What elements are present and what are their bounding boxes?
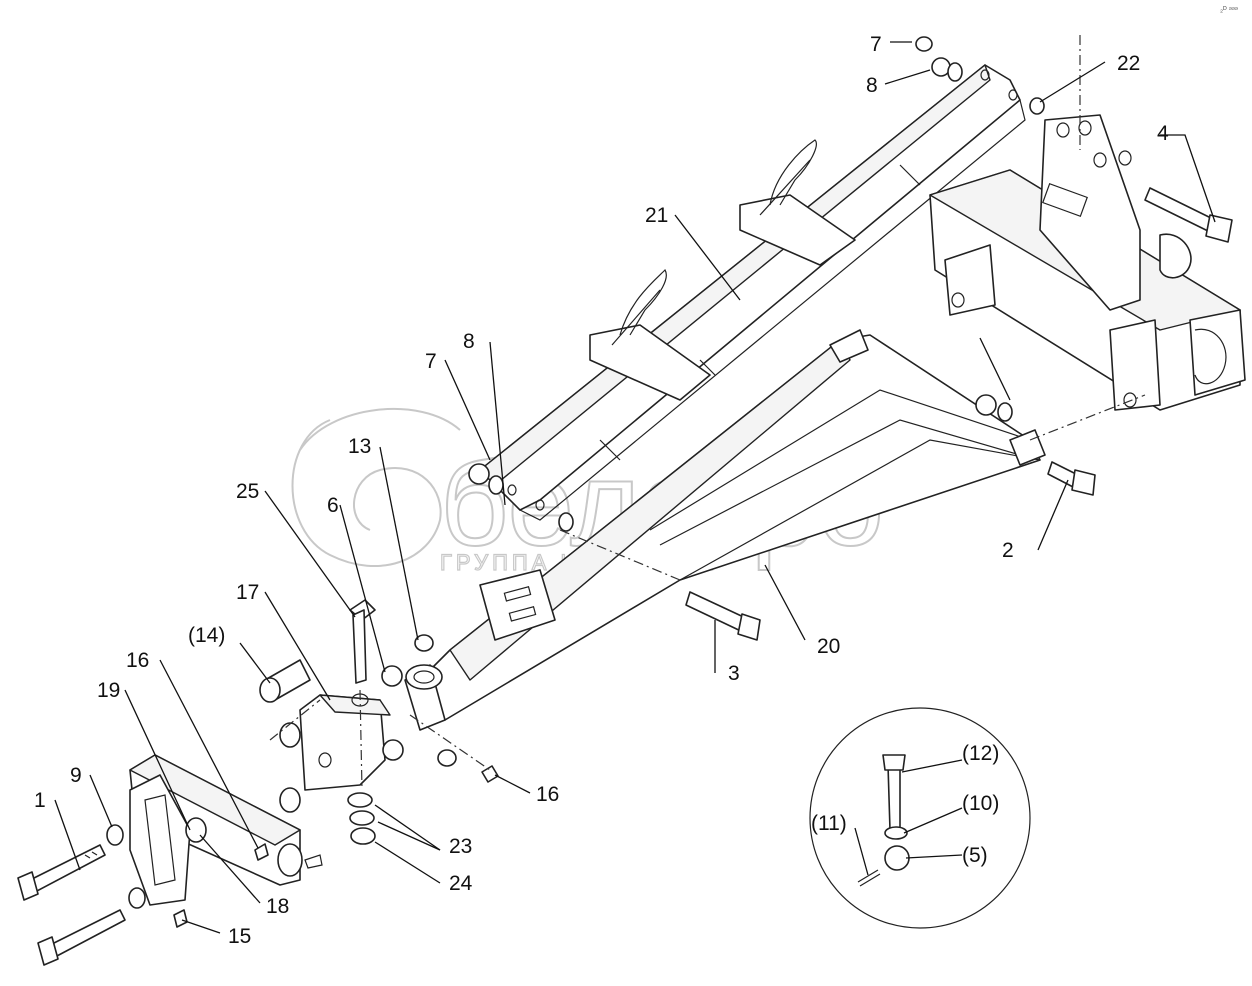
- detail-callout: [809, 707, 1031, 929]
- label-8-top: 8: [866, 74, 878, 97]
- bolt-1: [17, 844, 106, 901]
- bolt-4: [1144, 187, 1233, 243]
- label-3: 3: [728, 662, 740, 685]
- label-8-mid: 8: [463, 330, 475, 353]
- spring-bracket-lower: [589, 269, 711, 401]
- washer-9: [106, 824, 124, 846]
- label-10: (10): [962, 792, 999, 815]
- label-25: 25: [236, 480, 259, 503]
- nut-6: [381, 665, 403, 687]
- bolt-lower: [37, 909, 126, 966]
- washer-23a: [347, 792, 373, 808]
- label-7-mid: 7: [425, 350, 437, 373]
- pin-25: [349, 599, 376, 684]
- upper-beam: [479, 64, 1026, 521]
- label-16-right: 16: [536, 783, 559, 806]
- fitting-16c: [254, 843, 269, 861]
- label-24: 24: [449, 872, 473, 895]
- label-13: 13: [348, 435, 371, 458]
- label-14: (14): [188, 624, 225, 647]
- triangular-frame: [404, 329, 1046, 731]
- label-21: 21: [645, 204, 668, 227]
- nut-washer-right: [975, 394, 1013, 422]
- label-2: 2: [1002, 539, 1014, 562]
- label-1: 1: [34, 789, 46, 812]
- washer-23b: [349, 810, 375, 826]
- clevis-17: [279, 693, 391, 813]
- washer-24: [350, 827, 376, 845]
- assembly-axes: [269, 35, 1146, 791]
- bushing-14: [259, 659, 311, 703]
- bushing-13: [414, 634, 434, 652]
- nut-washer-upper: [915, 36, 1045, 115]
- label-15: 15: [228, 925, 251, 948]
- washer-lower: [128, 887, 146, 909]
- cross-beam-hitch: [929, 114, 1246, 411]
- label-4: 4: [1157, 122, 1169, 145]
- label-18: 18: [266, 895, 289, 918]
- fitting-16b: [481, 765, 499, 783]
- label-16-left: 16: [126, 649, 149, 672]
- label-20: 20: [817, 635, 840, 658]
- label-12: (12): [962, 742, 999, 765]
- label-11: (11): [811, 812, 847, 835]
- nut-clevis: [382, 739, 404, 761]
- label-17: 17: [236, 581, 259, 604]
- hitch-body-19: [129, 754, 323, 906]
- label-6: 6: [327, 494, 339, 517]
- label-22: 22: [1117, 52, 1140, 75]
- label-23: 23: [449, 835, 472, 858]
- bolt-3: [685, 591, 761, 641]
- leader-lines: [54, 41, 1216, 934]
- label-7-top: 7: [870, 33, 882, 56]
- label-9: 9: [70, 764, 82, 787]
- bushing-16a: [437, 749, 457, 767]
- bolt-2: [1047, 461, 1096, 496]
- corner-mark: ₂ᴰ ᵊᵊᵊ: [1220, 5, 1238, 14]
- nut-washer-mid: [468, 463, 574, 532]
- part-labels: 7 8 22 4 21 8 7 13 25 6 17 (14) 16 19 9 …: [34, 33, 1169, 948]
- spring-bracket-upper: [739, 139, 856, 266]
- label-5: (5): [962, 844, 988, 867]
- fitting-15: [173, 909, 188, 928]
- label-19: 19: [97, 679, 120, 702]
